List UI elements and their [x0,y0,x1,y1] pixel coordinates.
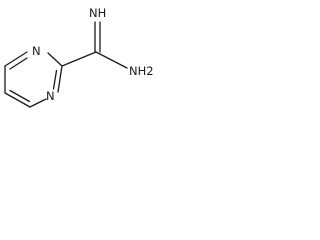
bond-c2-c7 [61,51,97,67]
bond-c7-nh2 [95,51,128,69]
chemical-structure-diagram: N N NH NH2 [4,6,154,108]
bond-c6-n1-inner [9,57,28,70]
bond-c6-n1 [4,51,28,67]
atom-label-ring-n1: N [32,44,41,58]
bond-c4-c5-inner [9,89,31,103]
bond-n1-c2 [47,52,63,67]
bond-c4-c5 [4,92,31,108]
atom-label-amine-nh2: NH2 [129,64,154,78]
amidine-group [61,21,128,69]
bond-c2-n3-inner [52,69,58,90]
bond-n3-c4 [29,98,47,108]
atom-label-ring-n2: N [46,89,55,103]
bond-c2-n3 [57,65,63,93]
pyrimidine-ring [4,51,63,108]
atom-label-imine-nh: NH [89,6,106,20]
